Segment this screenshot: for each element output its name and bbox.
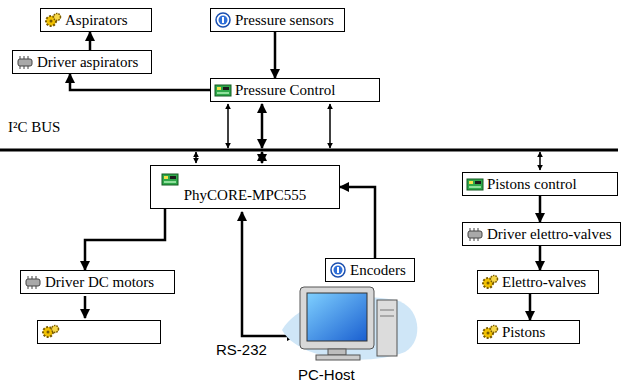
bus-taps	[196, 104, 540, 170]
connector-arrow	[89, 32, 92, 50]
actuator-box: Pistons	[477, 320, 580, 344]
box-label: Driver DC motors	[45, 274, 154, 291]
connector-arrow	[539, 246, 542, 270]
sensor-box: Pressure sensors	[210, 8, 345, 32]
controller-box: Pressure Control	[210, 78, 380, 102]
actuator-box: Aspirators	[40, 8, 152, 32]
i2c-bus-line	[0, 149, 618, 152]
gear-icon	[44, 12, 62, 28]
pc-host-illustration	[282, 287, 417, 360]
sensor-icon	[329, 262, 347, 278]
box-label: Encoders	[350, 262, 406, 279]
motor-icon	[41, 323, 61, 341]
box-label: Pistons	[502, 324, 545, 341]
box-label: Driver aspirators	[37, 54, 138, 71]
board-icon	[214, 82, 232, 98]
connector-arrow	[70, 74, 210, 90]
driver-box: Driver DC motors	[20, 270, 175, 294]
driver-box: Driver aspirators	[12, 50, 152, 74]
cpu-board-box: PhyCORE-MPC555	[150, 165, 340, 209]
connector-arrow	[85, 209, 165, 270]
box-label: Driver elettro-valves	[487, 226, 612, 243]
chip-icon	[466, 226, 484, 242]
connector-arrow	[274, 32, 277, 78]
gear-icon	[481, 274, 499, 290]
bus-label: I²C BUS	[8, 119, 60, 136]
gear-icon	[481, 324, 499, 340]
box-label: PhyCORE-MPC555	[184, 187, 307, 204]
host-label: PC-Host	[298, 366, 355, 383]
box-label: Aspirators	[65, 12, 128, 29]
connector-arrow	[340, 187, 375, 258]
connector-arrow	[539, 196, 542, 222]
sensor-box: Encoders	[325, 258, 415, 282]
sensor-icon	[214, 12, 232, 28]
controller-box: Pistons control	[462, 172, 618, 196]
actuator-box: Elettro-valves	[477, 270, 599, 294]
motor-link	[84, 296, 87, 318]
chip-icon	[16, 54, 34, 70]
motor-box	[37, 320, 161, 344]
connector-arrow	[529, 294, 532, 320]
box-label: Pressure sensors	[235, 12, 334, 29]
board-icon	[466, 176, 484, 192]
driver-box: Driver elettro-valves	[462, 222, 621, 246]
interface-label: RS-232	[216, 341, 267, 358]
chip-icon	[24, 274, 42, 290]
rs232-link	[242, 212, 296, 336]
box-label: Pistons control	[487, 176, 577, 193]
box-label: Elettro-valves	[502, 274, 586, 291]
board-icon	[161, 171, 179, 187]
box-label: Pressure Control	[235, 82, 335, 99]
